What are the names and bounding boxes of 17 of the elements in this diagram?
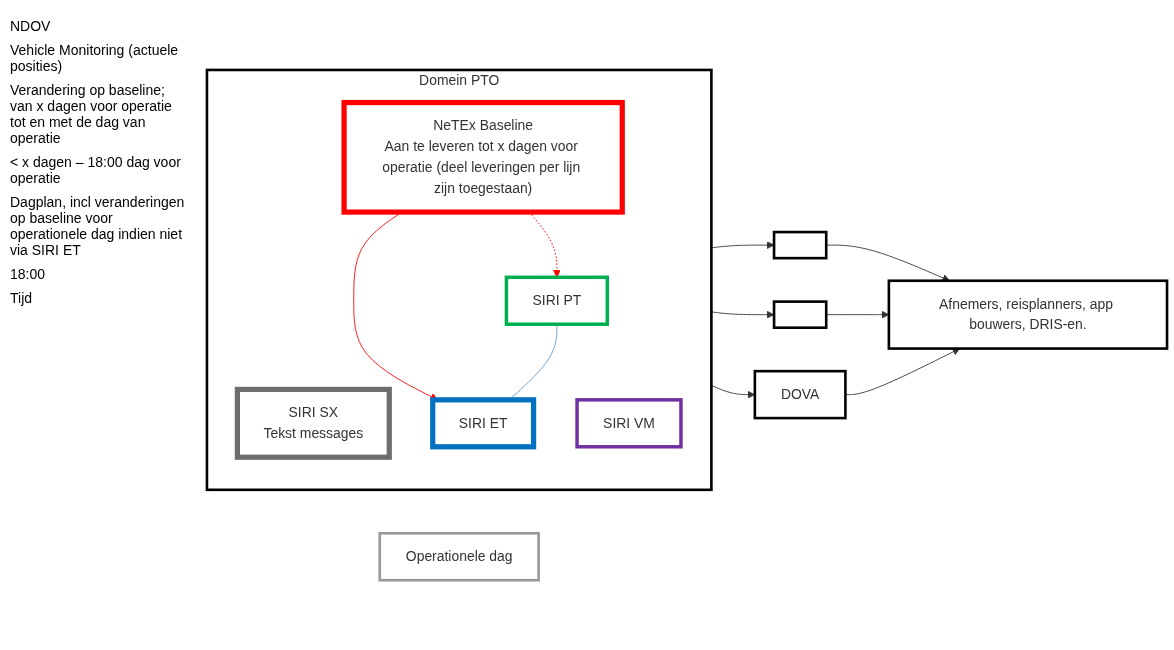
note-label: Vehicle Monitoring (actuele posities): [10, 42, 180, 74]
note-label: < x dagen – 18:00 dag voor operatie: [10, 154, 182, 186]
node-box: [772, 230, 828, 260]
node-box: NeTEx Baseline Aan te leveren tot x dagen voor operatie (deel leveringen per lijn zijn toegestaan): [341, 99, 625, 215]
node-box: SIRI SX Tekst messages: [234, 386, 392, 460]
note-label: Verandering op baseline; van x dagen voor operatie tot en met de dag van operatie: [10, 82, 173, 146]
node-box: Afnemers, reisplanners, app bouwers, DRIS-en.: [887, 279, 1169, 350]
node-box: Operationele dag: [378, 531, 540, 582]
node-box: SIRI VM: [575, 398, 683, 449]
node-box: DOVA: [753, 369, 847, 420]
node-box: [772, 300, 828, 329]
node-box: SIRI ET: [430, 397, 537, 450]
note-label: NDOV: [10, 18, 52, 34]
note-label: Tijd: [10, 290, 34, 306]
node-box: SIRI PT: [504, 275, 609, 326]
note-label: 18:00: [10, 266, 47, 282]
note-label: Dagplan, incl veranderingen op baseline voor operationele dag indien niet via SIRI ET: [10, 194, 186, 258]
